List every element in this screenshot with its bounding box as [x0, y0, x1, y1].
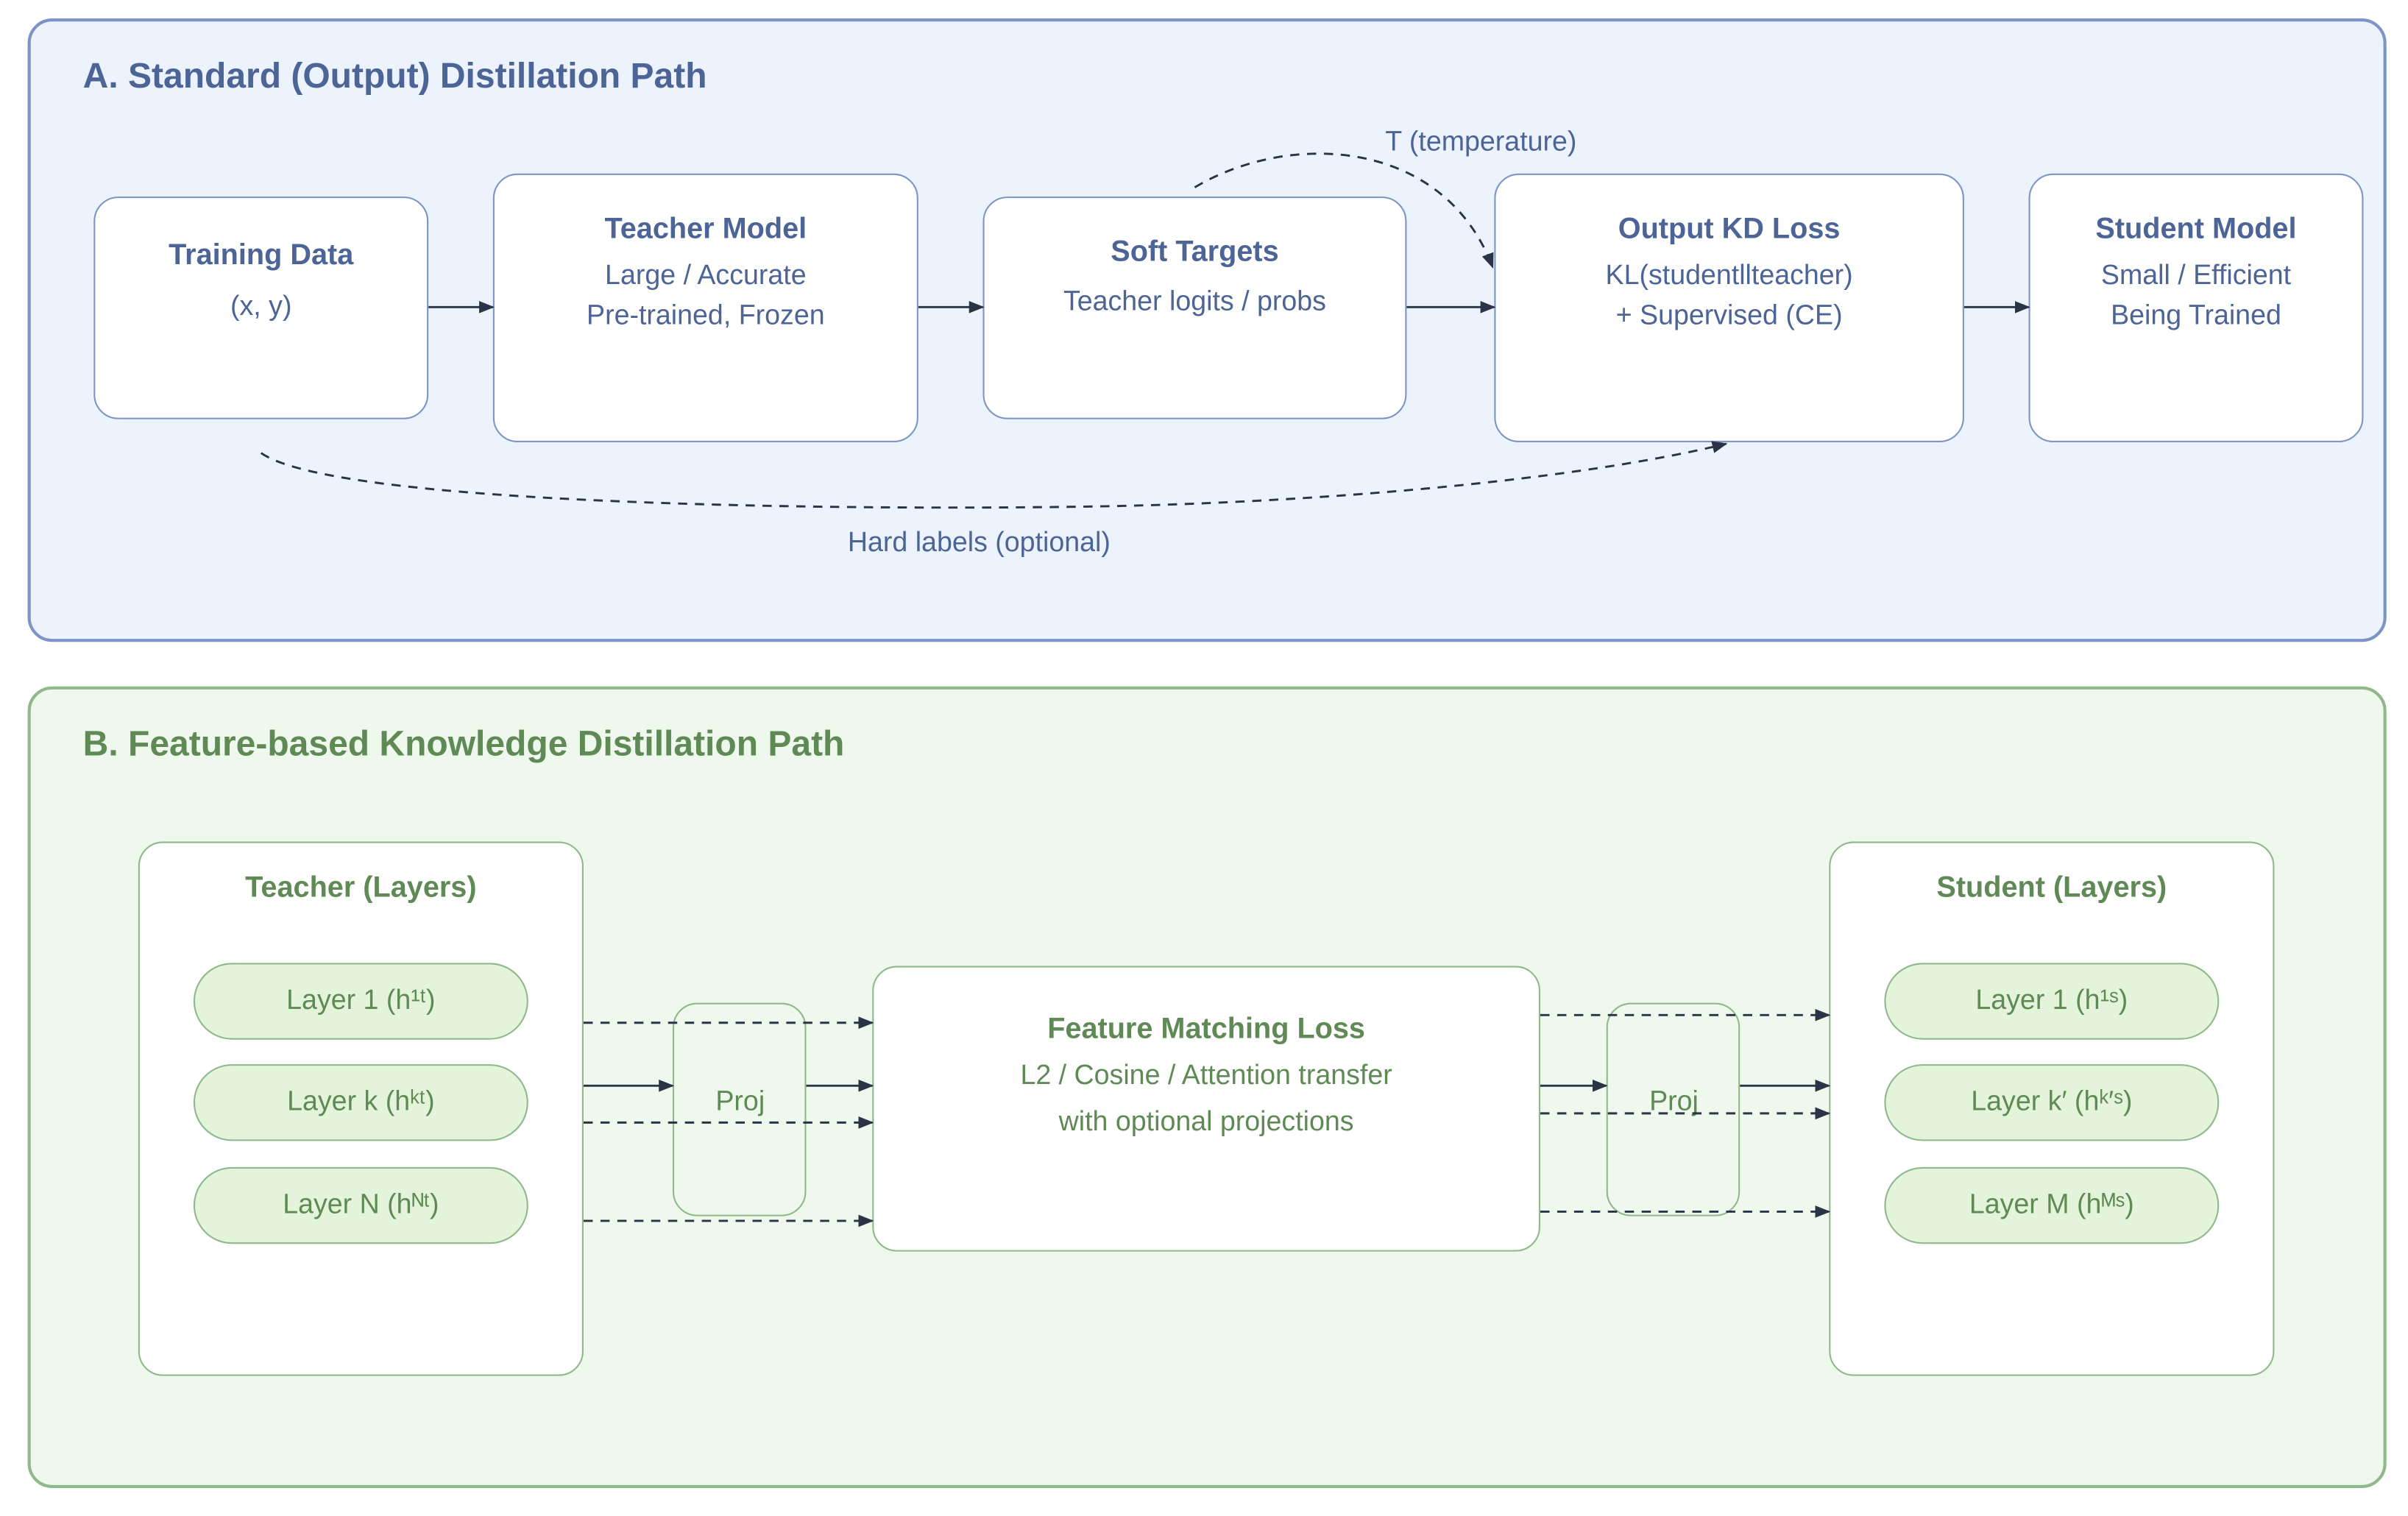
teacher-model-title: Teacher Model: [604, 213, 807, 246]
student-model-box: Student Model Small / Efficient Being Tr…: [2028, 173, 2364, 442]
feature-matching-loss-box: Feature Matching Loss L2 / Cosine / Atte…: [872, 966, 1540, 1252]
student-model-line2: Being Trained: [2111, 299, 2281, 330]
output-kd-loss-box: Output KD Loss KL(studentllteacher) + Su…: [1494, 173, 1964, 442]
teacher-model-line1: Large / Accurate: [605, 259, 807, 291]
feature-matching-loss-line2: with optional projections: [1058, 1105, 1354, 1137]
student-layer-k: Layer k′ (hᵏ′ˢ): [1884, 1064, 2220, 1141]
proj-right-label: Proj: [1649, 1085, 1699, 1117]
soft-targets-title: Soft Targets: [1111, 236, 1279, 269]
training-data-box: Training Data (x, y): [93, 196, 429, 419]
student-layers-title: Student (Layers): [1936, 872, 2167, 905]
teacher-model-box: Teacher Model Large / Accurate Pre-train…: [492, 173, 918, 442]
temperature-curve: [1194, 152, 1494, 269]
proj-left-label: Proj: [715, 1085, 765, 1117]
hard-labels-curve: [260, 441, 1728, 509]
student-model-title: Student Model: [2095, 213, 2297, 246]
student-model-line1: Small / Efficient: [2100, 259, 2292, 291]
teacher-layers-title: Teacher (Layers): [245, 872, 477, 905]
teacher-model-line2: Pre-trained, Frozen: [587, 299, 825, 330]
feature-matching-loss-title: Feature Matching Loss: [1047, 1013, 1365, 1046]
feature-matching-loss-line1: L2 / Cosine / Attention transfer: [1020, 1059, 1392, 1091]
proj-left-box: [672, 1002, 807, 1216]
soft-targets-line1: Teacher logits / probs: [1063, 286, 1326, 316]
output-kd-loss-line2: + Supervised (CE): [1615, 299, 1843, 330]
student-layer-m: Layer M (hᴹˢ): [1884, 1166, 2220, 1244]
output-distillation-title: A. Standard (Output) Distillation Path: [82, 55, 707, 96]
training-data-line1: (x, y): [230, 290, 292, 322]
teacher-layer-k: Layer k (hᵏᵗ): [193, 1064, 528, 1141]
soft-targets-box: Soft Targets Teacher logits / probs: [982, 196, 1407, 419]
feature-distillation-title: B. Feature-based Knowledge Distillation …: [82, 723, 845, 764]
teacher-layer-1: Layer 1 (h¹ᵗ): [193, 963, 528, 1040]
hard-labels-label: Hard labels (optional): [847, 526, 1111, 558]
teacher-layer-n: Layer N (hᴺᵗ): [193, 1166, 528, 1244]
output-kd-loss-line1: KL(studentllteacher): [1605, 259, 1853, 291]
student-layer-1: Layer 1 (h¹ˢ): [1884, 963, 2220, 1040]
training-data-title: Training Data: [169, 239, 354, 272]
temperature-label: T (temperature): [1385, 126, 1577, 157]
proj-right-box: [1606, 1002, 1741, 1216]
output-kd-loss-title: Output KD Loss: [1618, 213, 1841, 246]
